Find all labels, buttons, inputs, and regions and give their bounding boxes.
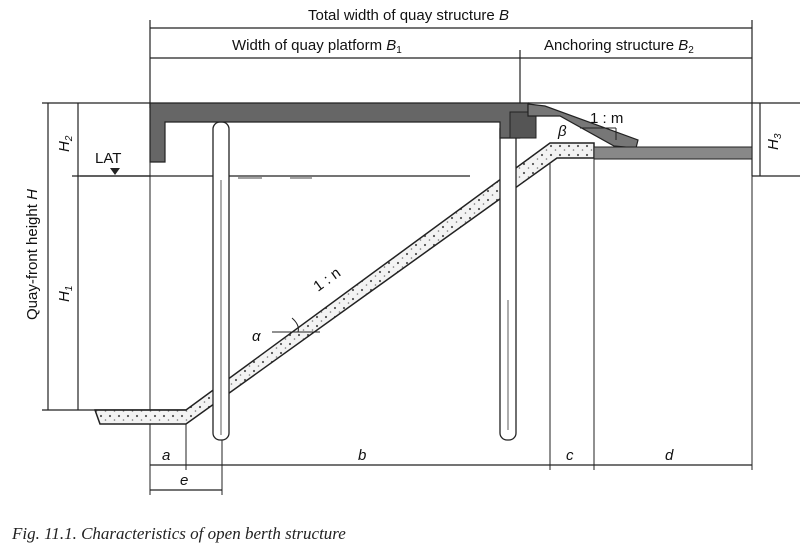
figure-caption: Fig. 11.1. Characteristics of open berth… (12, 524, 346, 543)
slope-m-triangle (580, 127, 617, 140)
bottom-dimensions (150, 464, 752, 491)
backfill-ground (593, 146, 753, 160)
alpha-label: α (252, 328, 261, 345)
h1-label: H1 (56, 286, 75, 302)
platform-width-label: Width of quay platform B1 (232, 37, 402, 56)
slope-n-label: 1 : n (310, 264, 344, 295)
total-width-label: Total width of quay structure B (308, 7, 509, 24)
dim-d-label: d (665, 447, 674, 464)
h3-label: H3 (765, 133, 784, 150)
lat-water-level (80, 168, 470, 179)
h3-dimension (752, 102, 800, 177)
h2-label: H2 (56, 135, 75, 152)
quay-front-height-label: Quay-front height H (24, 189, 41, 320)
beta-label: β (557, 123, 567, 140)
pile-right (499, 121, 517, 441)
alpha-angle-mark (272, 317, 320, 333)
lat-label: LAT (95, 150, 121, 167)
dim-e-label: e (180, 472, 188, 489)
quay-platform-deck (149, 102, 529, 163)
pile-left (212, 121, 230, 441)
dim-b-label: b (358, 447, 366, 464)
reference-lines (149, 155, 753, 495)
dim-a-label: a (162, 447, 170, 464)
slope-revetment (93, 142, 595, 425)
slope-m-label: 1 : m (590, 110, 623, 127)
anchoring-label: Anchoring structure B2 (544, 37, 694, 56)
platform-width-dimension (150, 50, 521, 106)
dim-c-label: c (566, 447, 574, 464)
